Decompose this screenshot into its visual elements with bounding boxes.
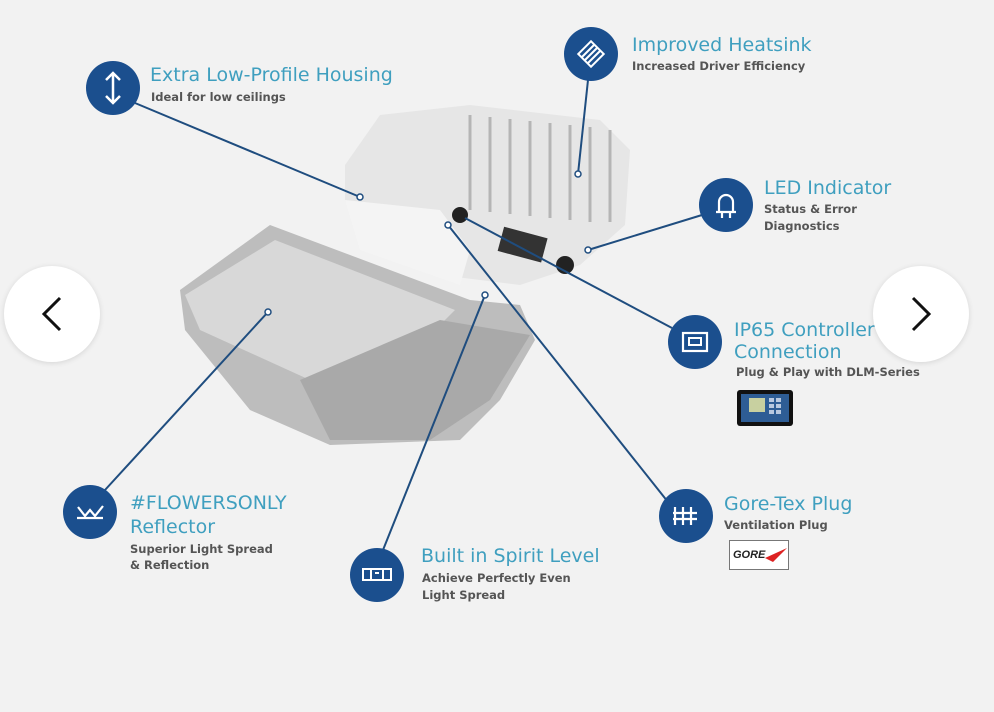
ip65-title-2: Connection	[734, 341, 842, 363]
arrows-vertical-icon	[86, 61, 140, 115]
level-icon	[350, 548, 404, 602]
reflector-icon	[63, 485, 117, 539]
controller-icon	[668, 315, 722, 369]
led-subtitle-1: Status & Error	[764, 202, 857, 216]
bulb-icon	[699, 178, 753, 232]
heatsink-subtitle: Increased Driver Efficiency	[632, 59, 806, 73]
reflector-subtitle-2: & Reflection	[130, 558, 210, 572]
spirit-subtitle-2: Light Spread	[422, 588, 506, 602]
spirit-title: Built in Spirit Level	[421, 545, 600, 567]
controller-thumbnail	[737, 390, 793, 430]
spirit-subtitle-1: Achieve Perfectly Even	[422, 571, 571, 585]
reflector-title-1: #FLOWERSONLY	[130, 492, 287, 514]
gore-title: Gore-Tex Plug	[724, 493, 853, 515]
vent-icon	[659, 489, 713, 543]
housing-title: Extra Low-Profile Housing	[150, 64, 393, 86]
light-fixture	[180, 105, 630, 445]
next-image-button[interactable]	[873, 266, 969, 362]
gore-logo-text: GORE	[733, 549, 766, 561]
heatsink-title: Improved Heatsink	[632, 34, 812, 56]
reflector-subtitle-1: Superior Light Spread	[130, 542, 273, 556]
callout-lines	[104, 79, 703, 551]
led-title: LED Indicator	[764, 177, 892, 199]
led-subtitle-2: Diagnostics	[764, 219, 840, 233]
heatsink-icon	[564, 27, 618, 81]
ip65-title-1: IP65 Controller	[734, 319, 875, 341]
ip65-subtitle: Plug & Play with DLM-Series	[736, 365, 920, 379]
housing-subtitle: Ideal for low ceilings	[151, 90, 286, 104]
reflector-title-2: Reflector	[130, 516, 216, 538]
gore-subtitle: Ventilation Plug	[724, 518, 828, 532]
previous-image-button[interactable]	[4, 266, 100, 362]
chevron-right-icon	[911, 296, 932, 332]
gore-logo: GORE	[729, 540, 789, 570]
chevron-left-icon	[41, 296, 62, 332]
